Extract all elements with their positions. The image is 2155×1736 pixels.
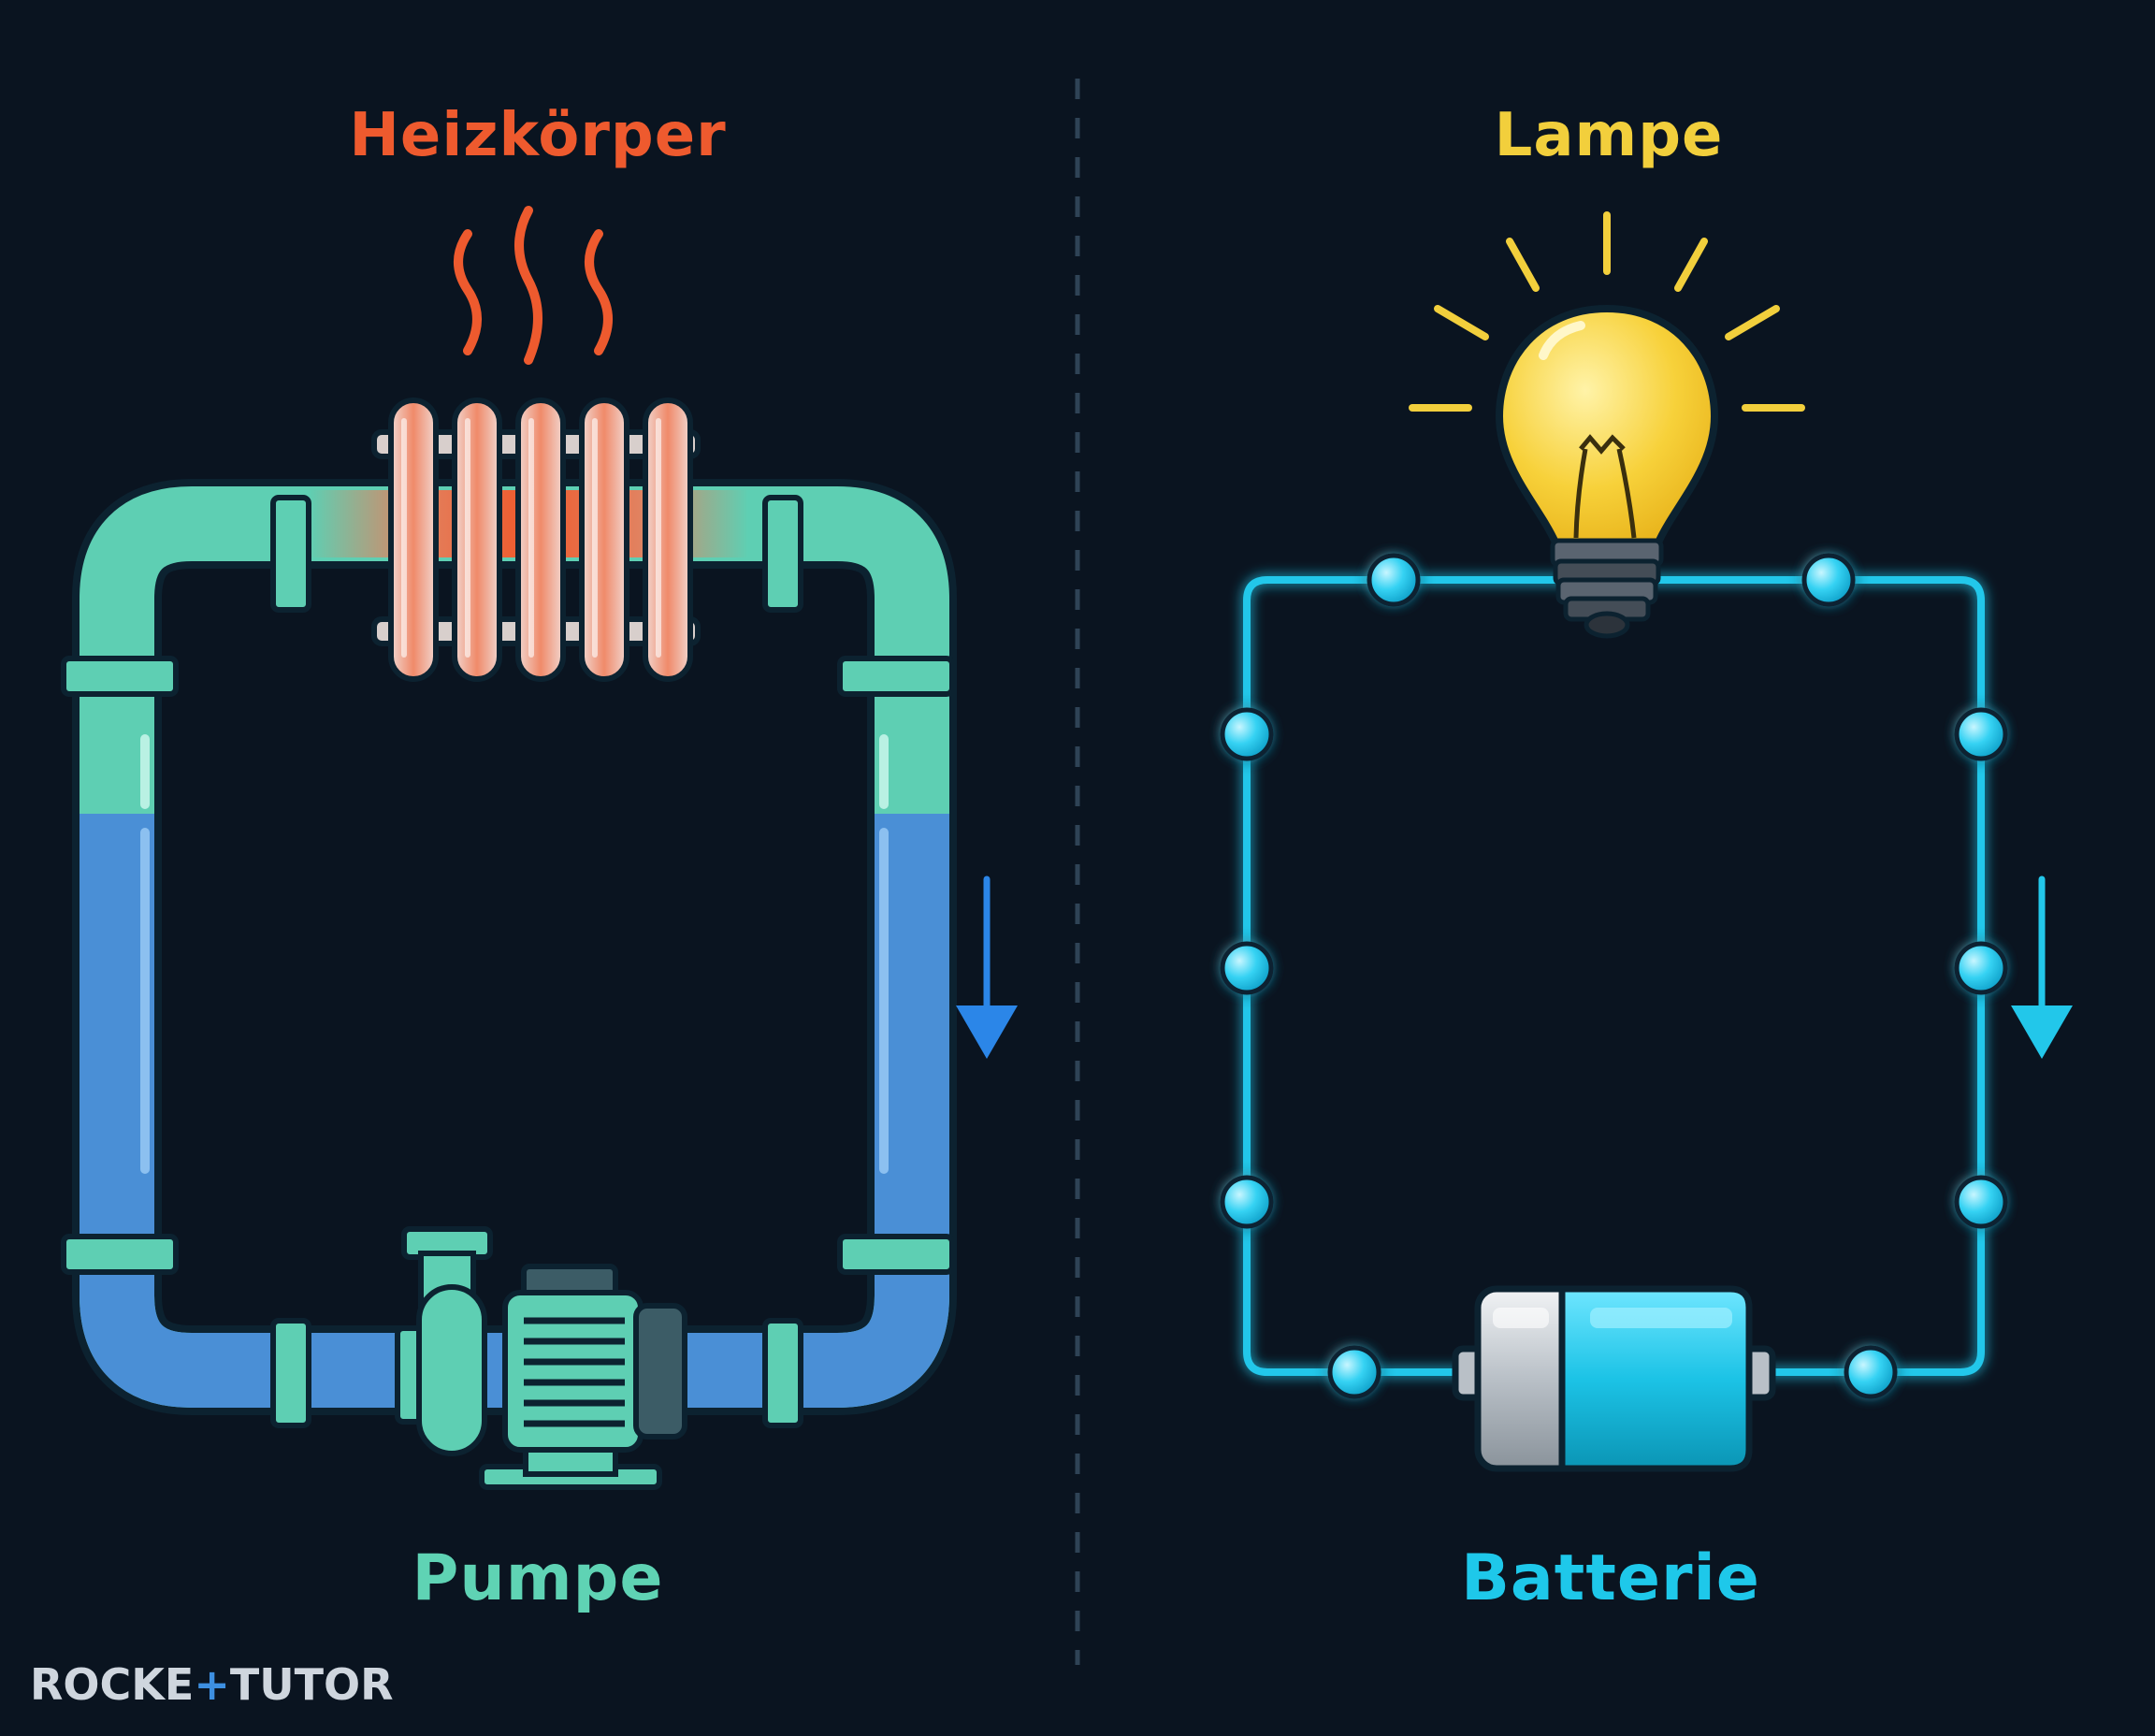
electron-icon xyxy=(1801,553,1856,607)
coupling xyxy=(837,656,955,697)
electron-icon xyxy=(1327,1345,1381,1399)
flow-arrow-icon xyxy=(2011,875,2073,1059)
coupling xyxy=(837,1234,955,1275)
battery-label: Batterie xyxy=(1461,1541,1760,1615)
pipe-outline xyxy=(72,479,957,1415)
lamp-title: Lampe xyxy=(1494,101,1724,170)
pump-label: Pumpe xyxy=(412,1541,664,1615)
pump-icon xyxy=(395,1226,687,1490)
electric-circuit xyxy=(1220,211,2073,1472)
water-circuit xyxy=(61,206,1018,1490)
electron-icon xyxy=(1220,941,1274,995)
electron-icon xyxy=(1220,707,1274,761)
light-bulb-icon xyxy=(1409,211,1805,639)
electron-icon xyxy=(1954,1175,2008,1229)
battery-icon xyxy=(1452,1285,1776,1472)
water-fill xyxy=(80,814,949,1408)
coupling xyxy=(270,1318,311,1428)
electron-icon xyxy=(1367,553,1421,607)
wire xyxy=(1243,576,1985,1376)
heat-waves-icon xyxy=(454,206,613,365)
coupling xyxy=(762,1318,803,1428)
electron-icon xyxy=(1844,1345,1898,1399)
pipe-couplings xyxy=(61,495,955,1428)
coupling xyxy=(61,1234,179,1275)
coupling xyxy=(762,495,803,613)
electron-icon xyxy=(1954,941,2008,995)
electron-icon xyxy=(1220,1175,1274,1229)
flow-arrow-icon xyxy=(956,875,1018,1059)
heater-title: Heizkörper xyxy=(349,101,727,170)
pipe xyxy=(80,486,949,1408)
electrons xyxy=(1220,553,2008,1399)
brand-logo: ROCKE+TUTOR xyxy=(30,1659,394,1710)
radiator-icon xyxy=(371,398,701,682)
coupling xyxy=(61,656,179,697)
electron-icon xyxy=(1954,707,2008,761)
coupling xyxy=(270,495,311,613)
